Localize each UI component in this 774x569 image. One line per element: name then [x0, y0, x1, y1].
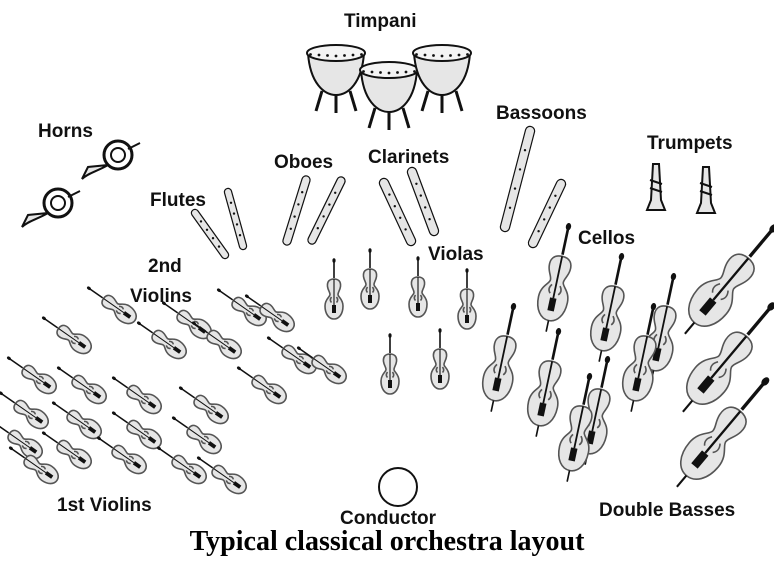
label-oboes: Oboes: [274, 152, 333, 174]
trumpet: [647, 164, 665, 210]
viola: [325, 258, 343, 319]
label-1st-violins: 1st Violins: [57, 495, 152, 517]
first-violin: [174, 380, 232, 428]
label-horns: Horns: [38, 121, 93, 143]
label-bassoons: Bassoons: [496, 103, 587, 125]
second-violin: [232, 360, 290, 408]
viola: [458, 268, 476, 329]
label-cellos: Cellos: [578, 228, 635, 250]
conductor-circle: [379, 468, 417, 506]
timpani-drum: [360, 62, 418, 130]
viola: [431, 328, 449, 389]
cello: [522, 325, 574, 440]
oboe: [287, 180, 306, 241]
bassoon: [505, 131, 530, 227]
second-violin: [37, 310, 95, 358]
label-violas: Violas: [428, 244, 484, 266]
flute: [195, 213, 225, 255]
viola: [361, 248, 379, 309]
viola: [381, 333, 399, 394]
diagram-caption: Typical classical orchestra layout: [0, 526, 774, 558]
trumpet: [697, 167, 715, 213]
first-violin: [2, 350, 60, 398]
flute: [228, 192, 243, 246]
timpani-drum: [413, 45, 471, 113]
double-bass: [670, 213, 774, 346]
horn: [22, 189, 80, 227]
second-violin: [262, 330, 320, 378]
timpani-drum: [307, 45, 365, 113]
label-timpani: Timpani: [344, 11, 417, 33]
horn: [82, 141, 140, 179]
label-flutes: Flutes: [150, 190, 206, 212]
first-violin: [107, 370, 165, 418]
label-clarinets: Clarinets: [368, 147, 449, 169]
cello: [477, 300, 529, 415]
label-double-basses: Double Basses: [599, 500, 735, 522]
bassoon: [533, 184, 561, 243]
first-violin: [52, 360, 110, 408]
label-trumpets: Trumpets: [647, 133, 733, 155]
label-2nd-violins-line2: Violins: [130, 286, 192, 308]
viola: [409, 256, 427, 317]
label-2nd-violins-line1: 2nd: [148, 256, 182, 278]
clarinet: [384, 183, 411, 241]
clarinet: [412, 172, 434, 231]
cello: [585, 250, 637, 365]
oboe: [312, 181, 341, 240]
